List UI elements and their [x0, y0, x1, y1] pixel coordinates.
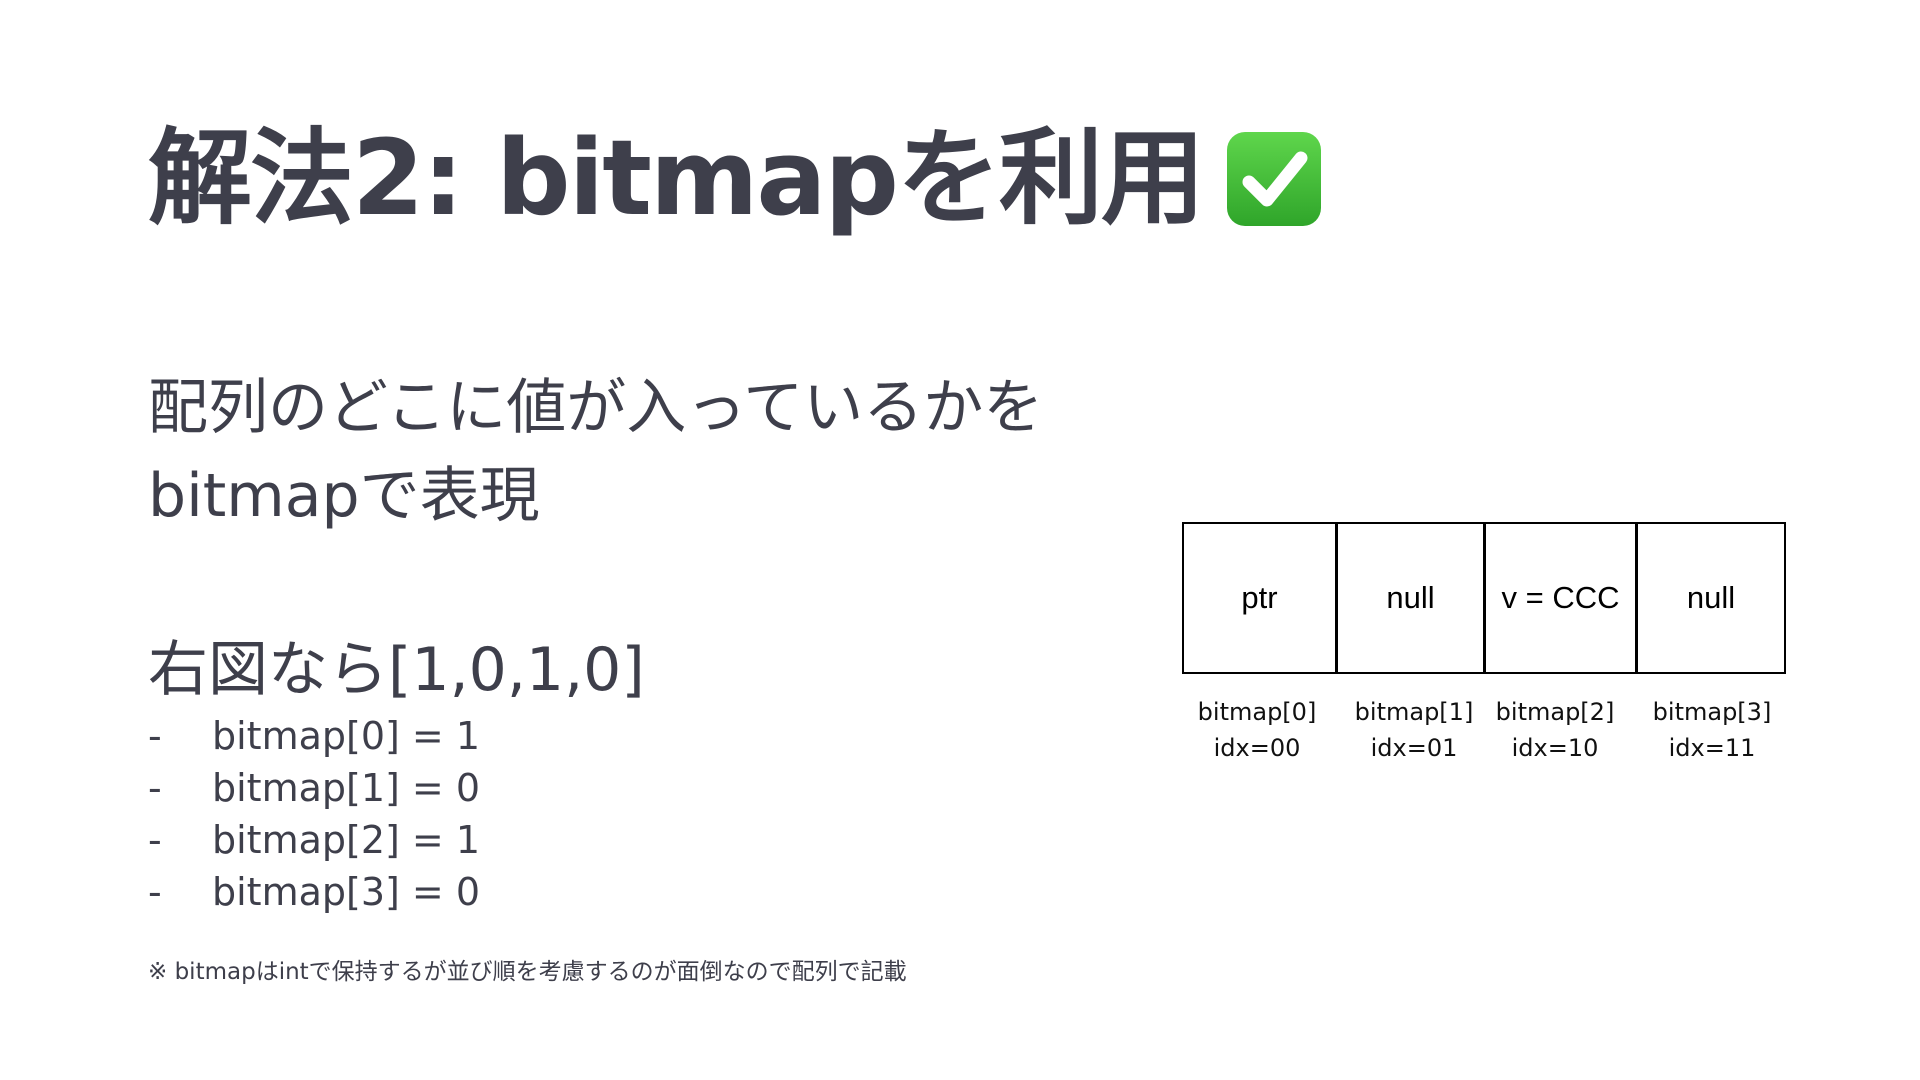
bullet-dash: -	[148, 714, 162, 758]
cell-label-1: bitmap[1] idx=01	[1339, 694, 1489, 766]
array-cell-3: null	[1686, 580, 1736, 615]
description-line-1: 配列のどこに値が入っているかを	[148, 373, 1044, 443]
bullet-dash: -	[148, 766, 162, 810]
cell-label-idx: idx=10	[1511, 734, 1599, 762]
slide-title: 解法2: bitmapを利用	[148, 118, 1321, 238]
bullet-text: bitmap[3] = 0	[212, 870, 481, 914]
array-cell-2: v = CCC	[1486, 524, 1638, 672]
bullet-dash: -	[148, 870, 162, 914]
array-cell-labels: bitmap[0] idx=00 bitmap[1] idx=01 bitmap…	[1182, 694, 1786, 774]
footnote: ※ bitmapはintで保持するが並び順を考慮するのが面倒なので配列で記載	[148, 959, 907, 985]
cell-label-idx: idx=11	[1668, 734, 1756, 762]
bullet-dash: -	[148, 818, 162, 862]
description: 配列のどこに値が入っているかを bitmapで表現	[148, 364, 1043, 540]
cell-label-name: bitmap[0]	[1197, 698, 1317, 726]
bullet-text: bitmap[1] = 0	[212, 766, 481, 810]
array-diagram: ptr null v = CCC null bitmap[0] idx=00 b…	[1182, 522, 1786, 774]
cell-label-name: bitmap[1]	[1354, 698, 1474, 726]
array-cells: ptr null v = CCC null	[1182, 522, 1786, 674]
example-heading: 右図なら[1,0,1,0]	[148, 635, 645, 705]
check-mark-button-icon	[1226, 131, 1321, 226]
cell-label-name: bitmap[2]	[1495, 698, 1615, 726]
array-cell-1: null	[1338, 524, 1486, 672]
cell-label-idx: idx=00	[1213, 734, 1301, 762]
cell-label-0: bitmap[0] idx=00	[1182, 694, 1332, 766]
slide-title-text: 解法2: bitmapを利用	[148, 117, 1205, 239]
cell-label-idx: idx=01	[1370, 734, 1458, 762]
bullet-text: bitmap[0] = 1	[212, 714, 481, 758]
cell-label-2: bitmap[2] idx=10	[1480, 694, 1630, 766]
cell-label-name: bitmap[3]	[1652, 698, 1772, 726]
bullet-text: bitmap[2] = 1	[212, 818, 481, 862]
array-cell-0: ptr	[1184, 524, 1338, 672]
cell-label-3: bitmap[3] idx=11	[1637, 694, 1787, 766]
description-line-2: bitmapで表現	[148, 461, 540, 531]
